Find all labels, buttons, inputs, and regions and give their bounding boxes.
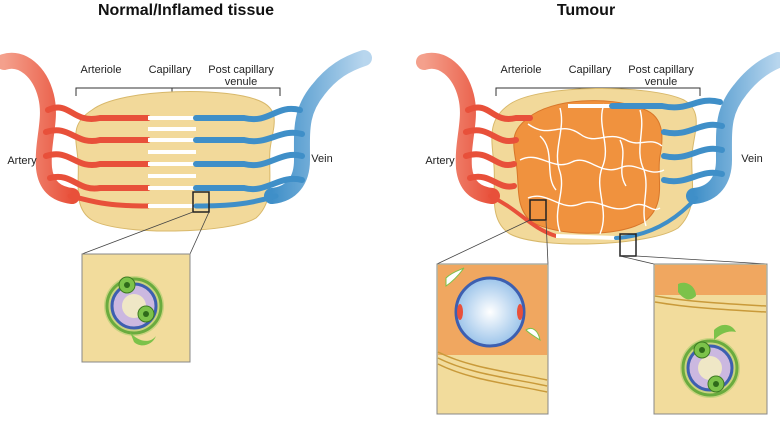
normal-vein [264, 50, 372, 204]
normal-arteriole-label: Arteriole [81, 64, 122, 76]
tumour-arteriole-label: Arteriole [501, 64, 542, 76]
tumour-mass [513, 100, 663, 234]
tumour-venule-label-2: venule [645, 76, 677, 88]
normal-bracket [75, 87, 281, 96]
tumour-chaotic-vessels [519, 103, 665, 235]
tumour-vein [686, 52, 780, 204]
normal-capillaries [148, 116, 196, 208]
normal-artery [0, 52, 80, 204]
tumour-panel: Tumour Arteriole Capillary Post capillar… [416, 2, 780, 415]
tumour-zoom-box-artery [529, 199, 547, 221]
tumour-venule-label-1: Post capillary [628, 64, 694, 76]
tumour-artery [416, 52, 500, 204]
tumour-zoom-box-venule [619, 233, 637, 257]
tumour-vein-label: Vein [741, 153, 762, 165]
tumour-panel-title: Tumour [557, 2, 615, 19]
tumour-arteriole-inset [436, 263, 549, 415]
normal-vein-label: Vein [311, 153, 332, 165]
leaky-vessel-lumen [454, 276, 526, 348]
tumour-capillaries [555, 104, 617, 240]
normal-panel: Normal/Inflamed tissue Arteriole Capilla… [0, 2, 372, 363]
normal-arterioles [43, 104, 151, 209]
normal-tissue [75, 91, 275, 232]
normal-venule-label-1: Post capillary [208, 64, 274, 76]
normal-capillary-label: Capillary [149, 64, 192, 76]
normal-capillary-inset [81, 253, 191, 363]
normal-venule-label-2: venule [225, 76, 257, 88]
normal-venules [193, 105, 305, 209]
tumour-inflammatory-cell [678, 282, 696, 300]
normal-zoom-box [192, 191, 210, 213]
tumour-venules [609, 97, 725, 240]
normal-artery-label: Artery [7, 155, 37, 167]
tumour-capillary-label: Capillary [569, 64, 612, 76]
tumour-venule-inset [653, 263, 768, 415]
tumour-arterioles [463, 104, 558, 238]
tumour-artery-label: Artery [425, 155, 455, 167]
normal-panel-title: Normal/Inflamed tissue [98, 2, 274, 19]
